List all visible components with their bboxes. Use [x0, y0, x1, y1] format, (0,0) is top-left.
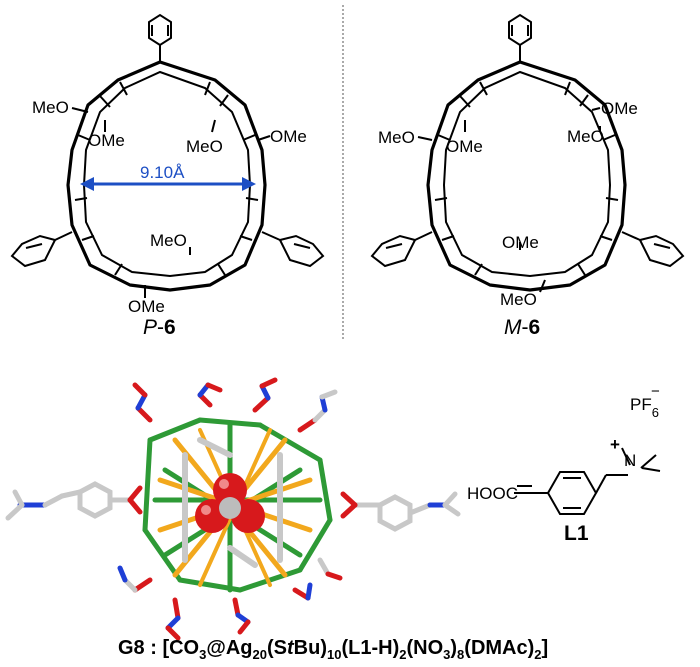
sphere-highlight [219, 479, 229, 489]
arrowhead-right [242, 177, 256, 191]
sphere-highlight [201, 505, 211, 515]
g8-formula: G8 : [CO3@Ag20(StBu)10(L1-H)2(NO3)8(DMAc… [118, 637, 548, 662]
l1-acid-group: HOOC [467, 484, 518, 503]
m6-label-ome-b: OMe [446, 137, 483, 156]
p6-label-ome-b: OMe [270, 127, 307, 146]
m6-label-ome-c: OMe [502, 233, 539, 252]
l1-caption: L1 [564, 522, 589, 545]
p6-label-meo-c: MeO [150, 231, 187, 250]
l1-counterion: PF6− [630, 383, 660, 420]
g8-cluster-model [5, 377, 461, 641]
p6-label-ome-c: OMe [128, 297, 165, 316]
p6-caption: P-6 [143, 316, 176, 339]
l1-structure: HOOC [467, 447, 661, 515]
m6-label-meo-c: MeO [500, 290, 537, 309]
m6-label-ome-a: OMe [601, 99, 638, 118]
m6-label-meo-b: MeO [567, 127, 604, 146]
m6-label-meo-a: MeO [378, 128, 415, 147]
m6-caption: M-6 [504, 316, 540, 339]
p6-structure [10, 13, 325, 298]
p6-label-ome-a: OMe [88, 131, 125, 150]
carbonate-carbon-sphere [219, 497, 241, 519]
m6-structure [370, 13, 685, 293]
p6-label-meo-b: MeO [186, 137, 223, 156]
l1-cation-sign: + [610, 435, 620, 454]
l1-nitrogen: N [624, 451, 636, 470]
p6-label-meo-a: MeO [32, 98, 69, 117]
arrowhead-left [80, 177, 94, 191]
distance-label: 9.10Å [140, 163, 185, 182]
